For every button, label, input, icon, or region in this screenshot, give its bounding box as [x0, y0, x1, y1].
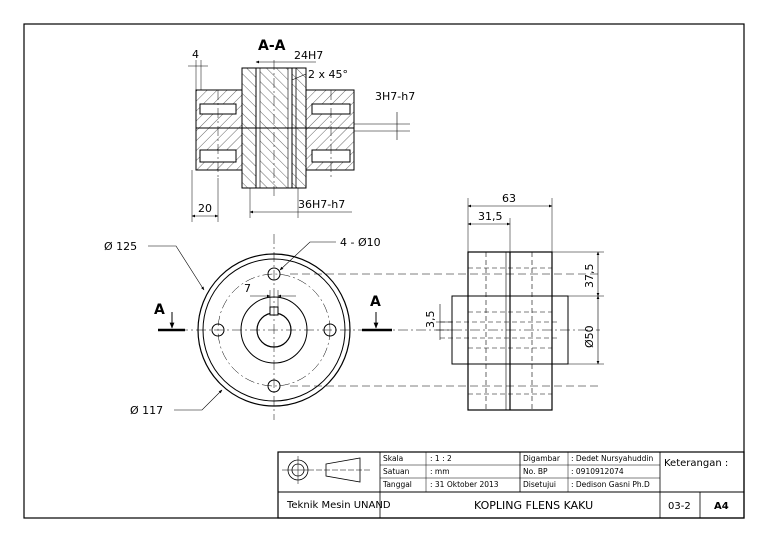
front-view: A A Ø 125 4 - Ø10 Ø 117 7	[104, 234, 392, 420]
dim-d50: Ø50	[583, 325, 596, 348]
dim-chamfer: 2 x 45°	[308, 68, 348, 81]
approved-value: : Dedison Gasni Ph.D	[571, 480, 650, 489]
dim-3-5: 3,5	[424, 311, 437, 329]
scale-value: : 1 : 2	[430, 454, 452, 463]
remarks-label: Keterangan :	[664, 458, 728, 469]
approved-label: Disetujui	[523, 480, 556, 489]
date-value: : 31 Oktober 2013	[430, 480, 499, 489]
paper-size: A4	[714, 501, 729, 512]
dim-36h7: 36H7-h7	[298, 198, 345, 211]
institution: Teknik Mesin UNAND	[286, 500, 391, 511]
dim-20: 20	[198, 202, 212, 215]
drawing-number: 03-2	[668, 501, 691, 512]
dim-4: 4	[192, 48, 199, 61]
dim-d125: Ø 125	[104, 240, 137, 253]
scale-label: Skala	[383, 454, 403, 463]
title-block: Skala : 1 : 2 Satuan : mm Tanggal : 31 O…	[277, 451, 745, 519]
dim-37-5: 37,5	[583, 264, 596, 289]
unit-label: Satuan	[383, 467, 410, 476]
dim-4x10: 4 - Ø10	[340, 236, 381, 249]
dim-d117: Ø 117	[130, 404, 163, 417]
dim-3h7: 3H7-h7	[375, 90, 415, 103]
drawn-value: : Dedet Nursyahuddin	[571, 454, 654, 463]
dim-31-5: 31,5	[478, 210, 503, 223]
cut-label-right: A	[370, 294, 381, 310]
side-view: 63 31,5 37,5 Ø50 3,5	[290, 192, 604, 411]
cut-label-left: A	[154, 302, 165, 318]
drawn-label: Digambar	[523, 454, 561, 463]
bp-label: No. BP	[523, 467, 548, 476]
bp-value: : 0910912074	[571, 467, 624, 476]
unit-value: : mm	[430, 467, 450, 476]
section-label: A-A	[258, 38, 286, 54]
projection-symbol-icon	[282, 456, 370, 484]
dim-7: 7	[244, 282, 251, 295]
section-view: A-A 4 24H7 2 x 45° 3H7-	[188, 38, 415, 222]
drawing-title: KOPLING FLENS KAKU	[474, 499, 593, 512]
dim-63: 63	[502, 192, 516, 205]
date-label: Tanggal	[382, 480, 412, 489]
dim-24h7: 24H7	[294, 49, 323, 62]
